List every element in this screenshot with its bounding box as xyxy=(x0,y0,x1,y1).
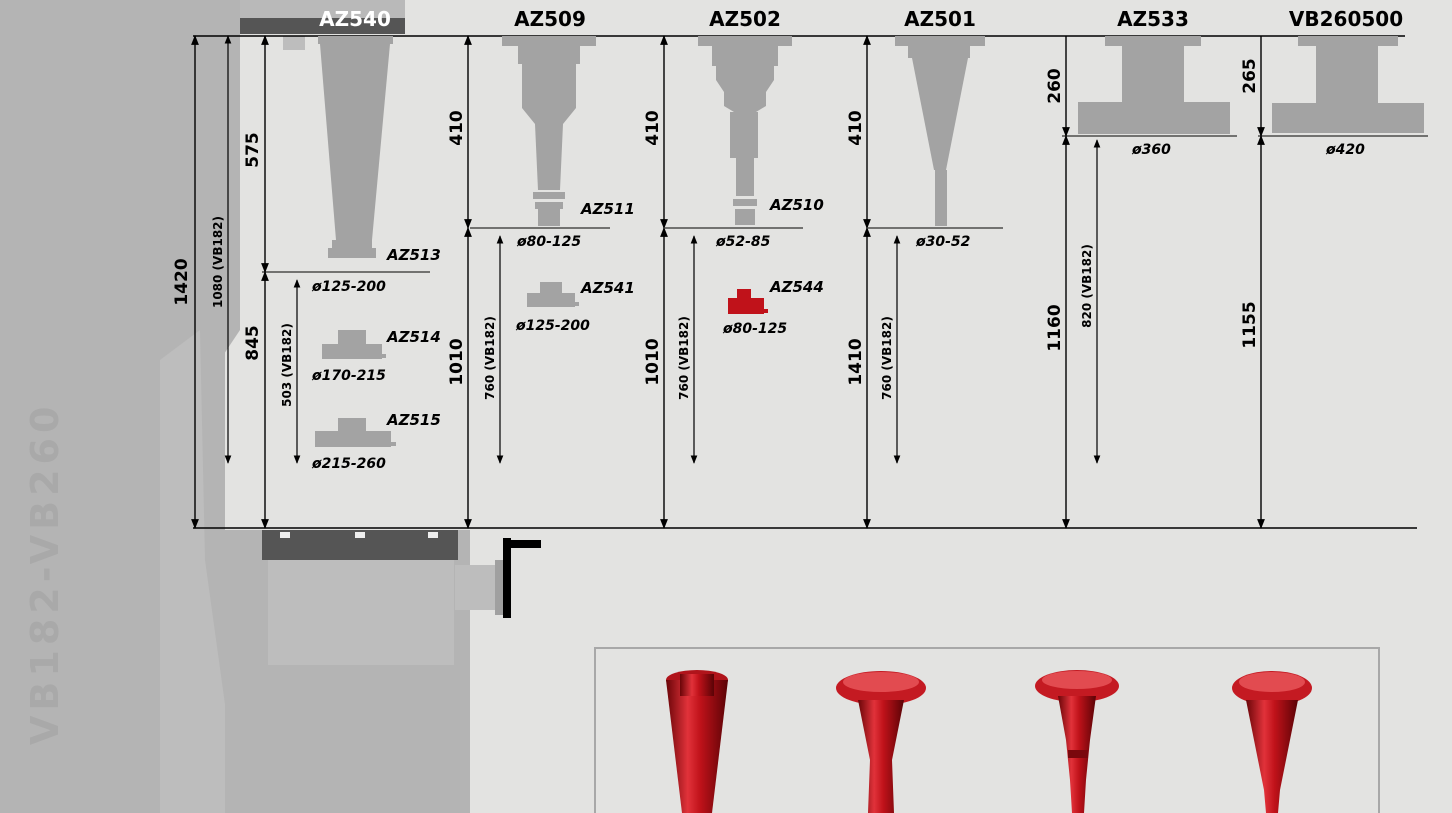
red-adapter-1 xyxy=(666,670,728,813)
az541-label: AZ541 xyxy=(580,279,635,297)
column-header-az540: AZ540 xyxy=(319,7,391,31)
az533-diameter: ø360 xyxy=(1131,142,1171,158)
red-adapter-2 xyxy=(836,671,926,813)
part-az501 xyxy=(895,36,985,226)
part-az544 xyxy=(728,289,768,314)
az544-label: AZ544 xyxy=(769,278,824,296)
az515-label: AZ515 xyxy=(386,411,441,429)
dim-az509-vb182: 760 (VB182) xyxy=(483,316,497,400)
az514-diameter: ø170-215 xyxy=(311,368,386,384)
az515-diameter: ø215-260 xyxy=(311,456,386,472)
dim-az501-upper: 410 xyxy=(846,110,866,146)
dim-az540-vb182-lower: 503 (VB182) xyxy=(280,323,294,407)
az544-diameter: ø80-125 xyxy=(722,321,787,337)
column-header-az502: AZ502 xyxy=(709,7,781,31)
column-header-az533: AZ533 xyxy=(1117,7,1189,31)
dim-vb260500-upper: 265 xyxy=(1240,58,1260,94)
vb260500-diameter: ø420 xyxy=(1325,142,1365,158)
az541-diameter: ø125-200 xyxy=(515,318,590,334)
az513-label: AZ513 xyxy=(386,246,441,264)
az511-diameter: ø80-125 xyxy=(516,234,581,250)
red-adapter-4 xyxy=(1232,671,1312,813)
az513-diameter: ø125-200 xyxy=(311,279,386,295)
dim-vb260500-lower: 1155 xyxy=(1240,301,1260,348)
part-vb260500 xyxy=(1272,36,1424,133)
column-header-az501: AZ501 xyxy=(904,7,976,31)
dim-az533-upper: 260 xyxy=(1045,68,1065,104)
dim-az540-upper: 575 xyxy=(243,132,263,168)
az501-tip-diameter: ø30-52 xyxy=(915,234,970,250)
dim-az533-vb182: 820 (VB182) xyxy=(1080,244,1094,328)
part-az515 xyxy=(315,418,396,447)
dim-az502-upper: 410 xyxy=(643,110,663,146)
az514-label: AZ514 xyxy=(386,328,441,346)
part-az540 xyxy=(318,36,393,258)
part-az514 xyxy=(322,330,386,359)
column-header-vb260500: VB260500 xyxy=(1289,7,1403,31)
part-az502 xyxy=(698,36,792,225)
dim-az501-vb182: 760 (VB182) xyxy=(880,316,894,400)
dim-az502-lower: 1010 xyxy=(643,338,663,385)
column-header-az509: AZ509 xyxy=(514,7,586,31)
dim-az501-lower: 1410 xyxy=(846,338,866,385)
az510-diameter: ø52-85 xyxy=(715,234,771,250)
dim-az540-lower: 845 xyxy=(243,325,263,361)
dim-az533-lower: 1160 xyxy=(1045,304,1065,351)
part-az541 xyxy=(527,282,579,307)
dim-az540-vb182-total: 1080 (VB182) xyxy=(211,216,225,308)
dim-az509-upper: 410 xyxy=(447,110,467,146)
part-az509 xyxy=(502,36,596,226)
dim-az540-total: 1420 xyxy=(172,258,192,305)
az511-label: AZ511 xyxy=(580,200,635,218)
red-adapter-3 xyxy=(1035,670,1119,813)
dim-az509-lower: 1010 xyxy=(447,338,467,385)
az510-label: AZ510 xyxy=(769,196,824,214)
adapter-photo-panel xyxy=(594,647,1380,813)
part-az533 xyxy=(1078,36,1230,134)
machine-silhouette xyxy=(0,0,541,813)
dim-az502-vb182: 760 (VB182) xyxy=(677,316,691,400)
side-title: VB182-VB260 xyxy=(23,402,67,745)
